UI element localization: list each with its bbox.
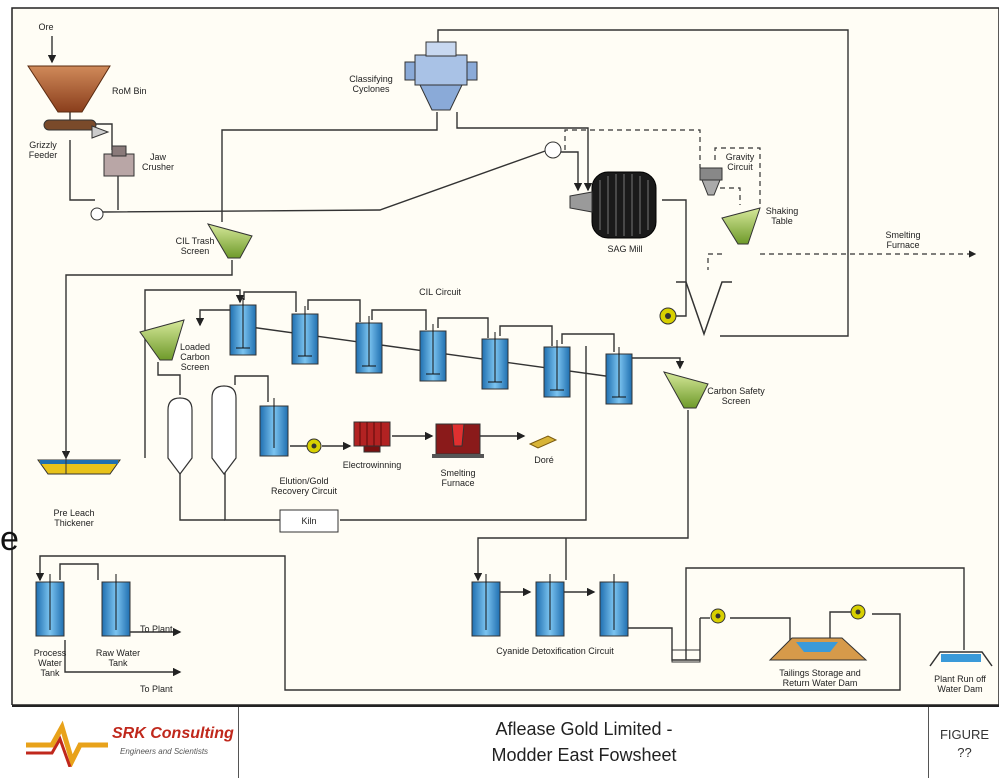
label-kiln: Kiln xyxy=(301,516,317,526)
label-smelting-furnace-out: Smelting Furnace xyxy=(885,230,921,250)
company-name: SRK Consulting xyxy=(112,725,234,742)
conveyor-head-pulley xyxy=(544,141,562,159)
elution-columns xyxy=(167,385,237,475)
tailings-pump-2 xyxy=(850,604,866,620)
label-ore: Ore xyxy=(38,22,54,32)
figure-cell: FIGURE ?? xyxy=(928,707,999,778)
srk-logo-icon xyxy=(26,720,108,767)
pre-leach-thickener xyxy=(37,450,121,475)
shaking-table xyxy=(721,207,761,245)
gravity-lines xyxy=(564,129,977,270)
raw-water-tank xyxy=(101,574,131,637)
dore-bars xyxy=(528,435,558,449)
electrowinning-cell xyxy=(353,421,391,453)
gravity-circuit xyxy=(699,167,723,196)
tailings-pump-1 xyxy=(710,608,726,624)
cil-tank-3 xyxy=(355,316,383,374)
sump-pump xyxy=(659,307,677,325)
cil-tank-6 xyxy=(543,340,571,398)
figure-label: FIGURE xyxy=(939,727,990,742)
detox-tank-1 xyxy=(471,574,501,637)
title-line-2: Modder East Fowsheet xyxy=(491,745,677,765)
label-carbon-safety-screen: Carbon Safety Screen xyxy=(707,386,765,406)
label-tailings: Tailings Storage and Return Water Dam xyxy=(779,668,861,688)
detox-sump xyxy=(671,649,701,663)
rom-bin xyxy=(27,65,111,113)
label-gravity-circuit: Gravity Circuit xyxy=(725,152,755,172)
elution-pump xyxy=(306,438,322,454)
cil-trash-screen xyxy=(206,223,253,259)
label-raw-water-tank: Raw Water Tank xyxy=(95,648,141,668)
carbon-safety-screen xyxy=(662,371,709,409)
label-cyanide-detox: Cyanide Detoxification Circuit xyxy=(496,646,614,656)
label-to-plant-1: To Plant xyxy=(140,624,173,634)
cil-tanks xyxy=(229,298,633,405)
process-water-tank xyxy=(35,574,65,637)
label-electrowinning: Electrowinning xyxy=(342,460,402,470)
jaw-crusher xyxy=(103,145,135,177)
cil-tank-5 xyxy=(481,332,509,390)
title-cell: Aflease Gold Limited - Modder East Fowsh… xyxy=(238,707,929,778)
kiln-box xyxy=(279,509,339,533)
classifying-cyclones xyxy=(404,41,478,111)
cil-tank-7 xyxy=(605,347,633,405)
mill-sump xyxy=(676,281,732,337)
label-classifying-cyclones: Classifying Cyclones xyxy=(349,74,393,94)
label-grizzly-feeder: Grizzly Feeder xyxy=(28,140,58,160)
title-line-1: Aflease Gold Limited - xyxy=(495,719,673,739)
label-pre-leach-thickener: Pre Leach Thickener xyxy=(53,508,95,528)
stray-letter: e xyxy=(0,520,19,558)
label-loaded-carbon-screen: Loaded Carbon Screen xyxy=(179,342,211,372)
plant-runoff-dam xyxy=(929,651,993,667)
label-process-water-tank: Process Water Tank xyxy=(33,648,67,678)
cil-tank-4 xyxy=(419,324,447,382)
label-rom-bin: RoM Bin xyxy=(112,86,147,96)
smelting-furnace xyxy=(432,423,484,458)
sag-mill xyxy=(569,171,657,239)
grizzly-feeder xyxy=(43,119,110,139)
cil-tank-2 xyxy=(291,306,319,365)
label-jaw-crusher: Jaw Crusher xyxy=(141,152,174,172)
label-plant-runoff: Plant Run off Water Dam xyxy=(934,674,986,694)
company-subtitle: Engineers and Scientists xyxy=(120,747,209,756)
label-smelting-furnace: Smelting Furnace xyxy=(440,468,476,488)
logo-cell: SRK Consulting Engineers and Scientists xyxy=(12,707,238,778)
label-elution: Elution/Gold Recovery Circuit xyxy=(270,476,337,496)
conveyor-pulley xyxy=(90,207,104,221)
label-cil-trash-screen: CIL Trash Screen xyxy=(175,236,215,256)
detox-tanks xyxy=(471,574,629,637)
label-to-plant-2: To Plant xyxy=(140,684,173,694)
label-dore: Doré xyxy=(534,455,554,465)
label-cil-circuit: CIL Circuit xyxy=(419,287,461,297)
detox-tank-3 xyxy=(599,574,629,637)
elution-tank xyxy=(259,398,289,457)
label-sag-mill: SAG Mill xyxy=(607,244,643,254)
title-block: SRK Consulting Engineers and Scientists … xyxy=(12,705,999,778)
label-shaking-table: Shaking Table xyxy=(765,206,799,226)
cil-tank-1 xyxy=(229,298,257,356)
flowsheet-canvas xyxy=(11,7,999,706)
figure-number: ?? xyxy=(957,745,972,760)
loaded-carbon-screen xyxy=(139,319,185,361)
detox-tank-2 xyxy=(535,574,565,637)
tailings-dam xyxy=(768,637,868,661)
